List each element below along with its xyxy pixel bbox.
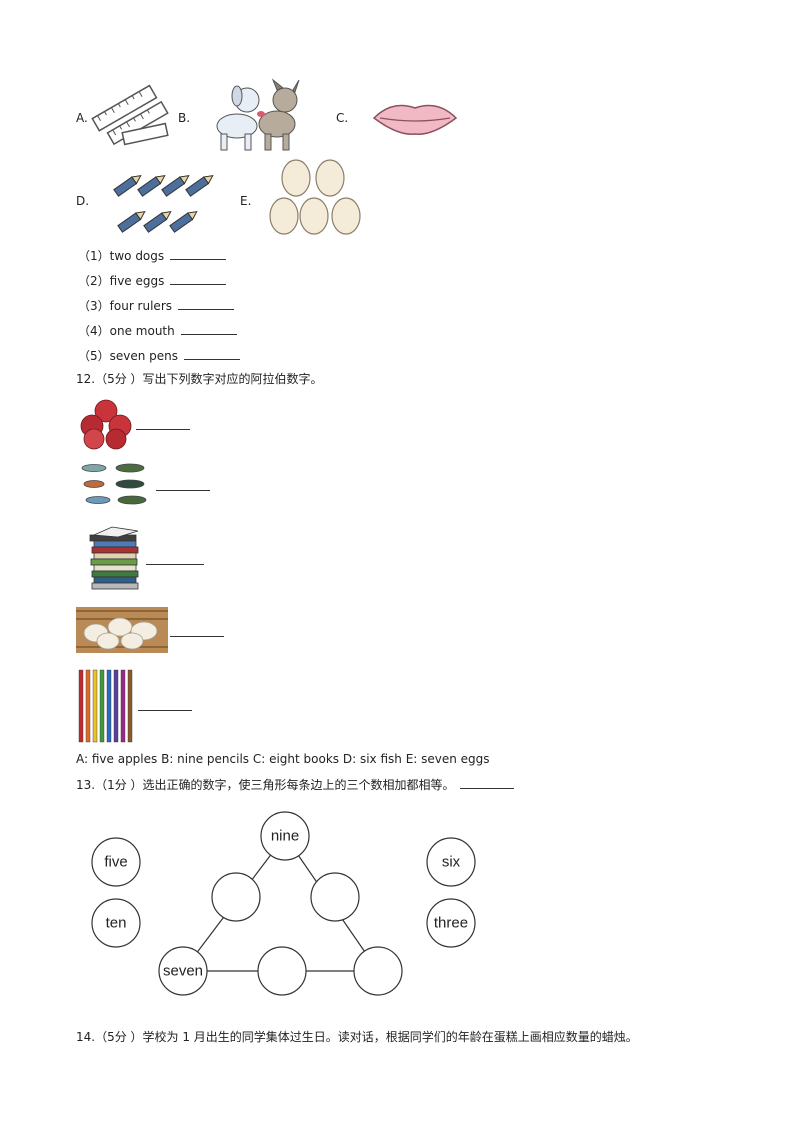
answer-blank[interactable] xyxy=(170,273,227,285)
books-image xyxy=(89,526,139,590)
answer-blank[interactable] xyxy=(170,636,224,637)
pencils-image xyxy=(78,669,133,743)
item-number: （2） xyxy=(78,274,110,288)
answer-blank[interactable] xyxy=(136,429,190,430)
option-c-label: C. xyxy=(336,111,349,125)
rulers-image xyxy=(91,84,169,146)
eggs-image xyxy=(269,159,361,235)
item-text: five eggs xyxy=(109,274,165,288)
answer-blank[interactable] xyxy=(156,490,210,491)
triangle-top-circle xyxy=(260,811,310,861)
option-circle-ten xyxy=(91,898,141,948)
triangle-bottom-right-circle xyxy=(353,946,403,996)
answer-blank[interactable] xyxy=(169,248,226,260)
answer-blank[interactable] xyxy=(460,777,515,789)
option-b-label: B. xyxy=(178,111,191,125)
list-item: （4）one mouth xyxy=(78,323,237,338)
word-three: three xyxy=(434,915,468,932)
pens-image xyxy=(113,175,214,233)
answer-blank[interactable] xyxy=(177,298,234,310)
option-d-label: D. xyxy=(76,194,90,208)
triangle-left-mid-circle xyxy=(211,872,261,922)
word-five: five xyxy=(104,854,127,871)
question-13-text: 13.（1分 ）选出正确的数字，使三角形每条边上的三个数相加都相等。 xyxy=(76,778,455,792)
question-13-title: 13.（1分 ）选出正确的数字，使三角形每条边上的三个数相加都相等。 xyxy=(76,777,515,792)
list-item: （3）four rulers xyxy=(78,298,234,313)
item-number: （1） xyxy=(78,249,110,263)
item-text: one mouth xyxy=(109,324,175,338)
item-text: two dogs xyxy=(109,249,165,263)
apples-image xyxy=(80,399,132,450)
option-circle-five xyxy=(91,837,141,887)
word-seven: seven xyxy=(163,963,203,980)
item-text: four rulers xyxy=(109,299,173,313)
option-e-label: E. xyxy=(240,194,252,208)
option-circle-six xyxy=(426,837,476,887)
item-number: （4） xyxy=(78,324,110,338)
egg-basket-image xyxy=(76,607,168,653)
word-six: six xyxy=(442,854,461,871)
question-12-choices: A: five apples B: nine pencils C: eight … xyxy=(76,752,490,766)
list-item: （1）two dogs xyxy=(78,248,226,263)
answer-blank[interactable] xyxy=(146,564,204,565)
mouth-image xyxy=(372,104,458,135)
word-nine: nine xyxy=(271,828,299,845)
dogs-image xyxy=(216,78,300,151)
word-ten: ten xyxy=(106,915,127,932)
triangle-bottom-mid-circle xyxy=(257,946,307,996)
question-12-title: 12.（5分 ）写出下列数字对应的阿拉伯数字。 xyxy=(76,372,323,386)
answer-blank[interactable] xyxy=(180,323,237,335)
item-text: seven pens xyxy=(109,349,179,363)
list-item: （2）five eggs xyxy=(78,273,227,288)
answer-blank[interactable] xyxy=(183,348,240,360)
list-item: （5）seven pens xyxy=(78,348,240,363)
triangle-bottom-left-circle xyxy=(158,946,208,996)
question-14-title: 14.（5分 ）学校为 1 月出生的同学集体过生日。读对话，根据同学们的年龄在蛋… xyxy=(76,1030,638,1044)
fish-image xyxy=(81,463,147,505)
answer-blank[interactable] xyxy=(138,710,192,711)
item-number: （3） xyxy=(78,299,110,313)
triangle-right-mid-circle xyxy=(310,872,360,922)
option-circle-three xyxy=(426,898,476,948)
item-number: （5） xyxy=(78,349,110,363)
option-a-label: A. xyxy=(76,111,88,125)
